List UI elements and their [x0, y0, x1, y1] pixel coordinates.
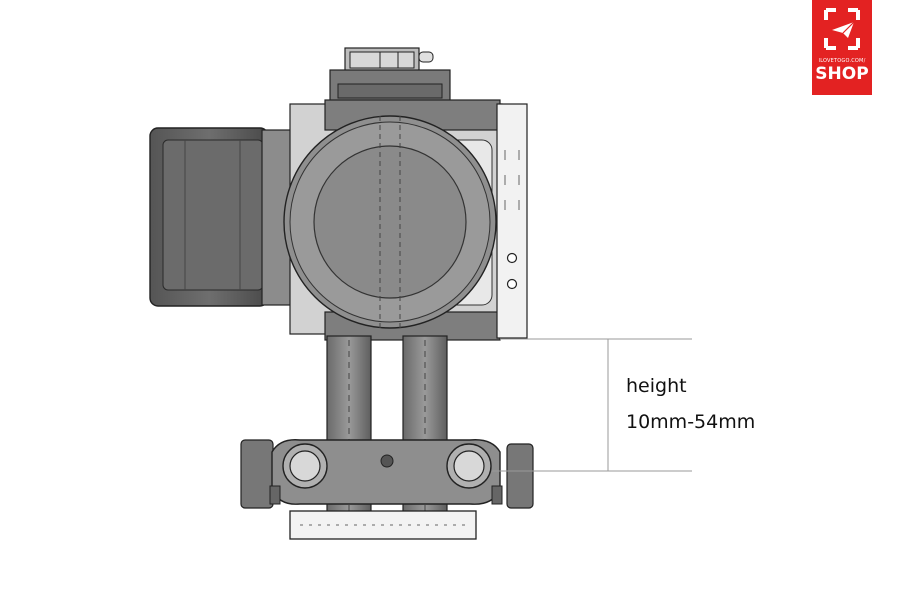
top-shoe-mount	[329, 47, 451, 103]
height-label: height	[626, 375, 687, 397]
logo-shop-text: SHOP	[815, 64, 869, 84]
side-rail	[496, 103, 528, 339]
logo-url-text: ILOVETOGO.COM/	[818, 58, 866, 64]
rod-clamp	[240, 439, 534, 509]
height-range-value: 10mm-54mm	[626, 411, 756, 433]
plane-frame-icon	[824, 8, 860, 50]
base-plate	[289, 510, 477, 540]
shop-logo: ILOVETOGO.COM/ SHOP	[812, 0, 872, 95]
follow-focus-motor	[149, 127, 293, 307]
lens-gear	[283, 115, 497, 329]
height-dimension-lines	[492, 338, 692, 472]
